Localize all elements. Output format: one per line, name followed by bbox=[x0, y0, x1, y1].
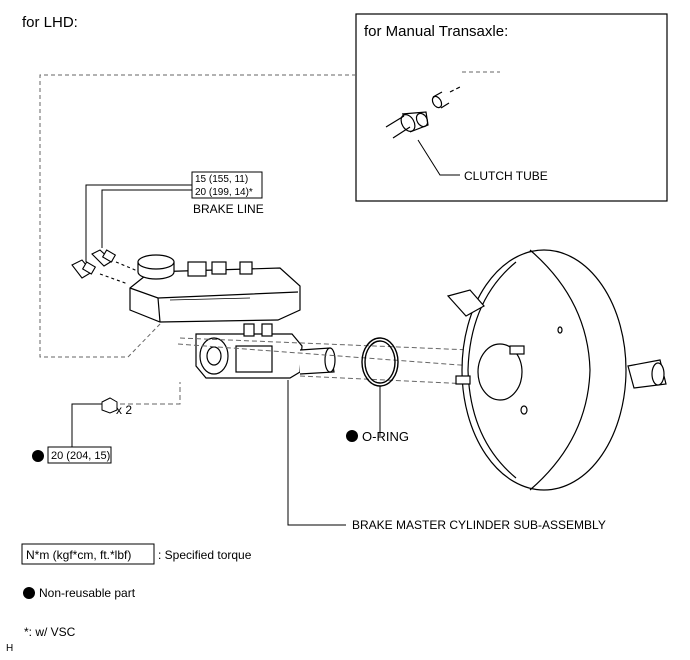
master-cylinder-body bbox=[195, 323, 336, 379]
o-ring-label: O-RING bbox=[362, 429, 409, 444]
legend-torque-desc: : Specified torque bbox=[158, 548, 252, 562]
nut-leader bbox=[71, 403, 102, 455]
manual-transaxle-inset: for Manual Transaxle: CLUTCH TUBE bbox=[355, 13, 668, 202]
brake-line-fittings bbox=[71, 249, 141, 285]
legend-torque-unit: N*m (kgf*cm, ft.*lbf) bbox=[26, 548, 131, 562]
brake-line-leaders bbox=[85, 184, 192, 262]
nut-torque-box bbox=[47, 446, 112, 464]
brake-line-torque-box: 15 (155, 11) 20 (199, 14)* bbox=[191, 171, 263, 199]
clutch-tube-drawing bbox=[385, 85, 463, 139]
clutch-tube-label: CLUTCH TUBE bbox=[464, 169, 548, 183]
lhd-label: for LHD: bbox=[22, 14, 78, 31]
figure-code: H bbox=[6, 643, 13, 654]
inset-reference-lines bbox=[39, 71, 500, 358]
reservoir-tank bbox=[129, 254, 301, 323]
legend-non-reusable-mark bbox=[23, 587, 35, 599]
brake-line-torque-2: 20 (199, 14)* bbox=[195, 187, 253, 198]
legend-vsc-note: *: w/ VSC bbox=[24, 625, 76, 639]
brake-booster bbox=[446, 249, 667, 491]
legend-non-reusable: Non-reusable part bbox=[39, 586, 136, 600]
legend-torque-box bbox=[21, 543, 155, 565]
o-ring-part bbox=[361, 337, 399, 387]
brake-line-torque-1: 15 (155, 11) bbox=[195, 174, 248, 185]
nut-torque: 20 (204, 15) bbox=[51, 450, 110, 462]
master-cylinder-label: BRAKE MASTER CYLINDER SUB-ASSEMBLY bbox=[352, 518, 606, 532]
nut-quantity: x 2 bbox=[116, 403, 132, 417]
non-reusable-mark-oring bbox=[346, 430, 358, 442]
master-cylinder-leader bbox=[287, 380, 346, 526]
flange-nut bbox=[101, 397, 118, 414]
non-reusable-mark-nut bbox=[32, 450, 44, 462]
inset-title: for Manual Transaxle: bbox=[364, 23, 508, 40]
brake-line-label: BRAKE LINE bbox=[193, 202, 264, 216]
